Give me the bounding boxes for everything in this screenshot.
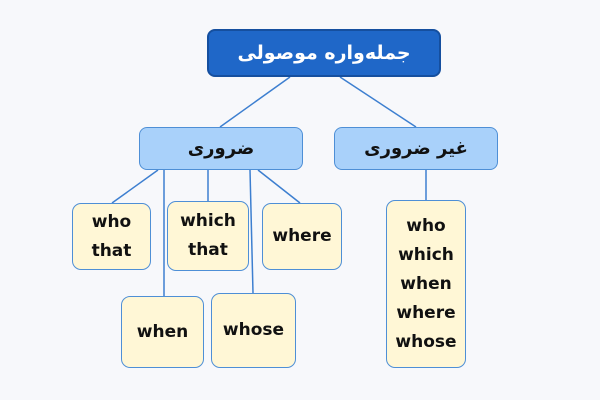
- leaf-which-that: which that: [167, 201, 249, 271]
- leaf-item: that: [91, 240, 132, 261]
- leaf-where: where: [262, 203, 342, 270]
- leaf-item: whose: [222, 320, 285, 340]
- leaf-when: when: [121, 296, 204, 368]
- connector-root-essential: [219, 76, 291, 128]
- leaf-item: whose: [395, 331, 457, 352]
- connector-essential-leaf-1: [111, 169, 159, 204]
- nonessential-category-label: غیر ضروری: [364, 138, 468, 159]
- root-label: جمله‌واره موصولی: [237, 42, 411, 64]
- leaf-item: who: [91, 211, 132, 232]
- leaf-item: when: [400, 273, 452, 294]
- leaf-item: who: [406, 215, 446, 236]
- leaf-whose: whose: [211, 293, 296, 368]
- connector-root-nonessential: [339, 76, 417, 128]
- leaf-item: where: [272, 226, 332, 246]
- leaf-nonessential-list: who which when where whose: [386, 200, 466, 368]
- leaf-who-that: who that: [72, 203, 151, 270]
- leaf-item: when: [136, 321, 189, 342]
- leaf-item: which: [398, 244, 454, 265]
- nonessential-category-node: غیر ضروری: [334, 127, 498, 170]
- leaf-item: that: [188, 240, 228, 260]
- connector-essential-leaf-3: [257, 169, 301, 204]
- connector-essential-leaf-5: [249, 169, 254, 294]
- leaf-item: where: [396, 302, 456, 323]
- essential-category-node: ضروری: [139, 127, 303, 170]
- leaf-item: which: [180, 211, 236, 231]
- root-node: جمله‌واره موصولی: [207, 29, 441, 77]
- essential-category-label: ضروری: [187, 138, 255, 159]
